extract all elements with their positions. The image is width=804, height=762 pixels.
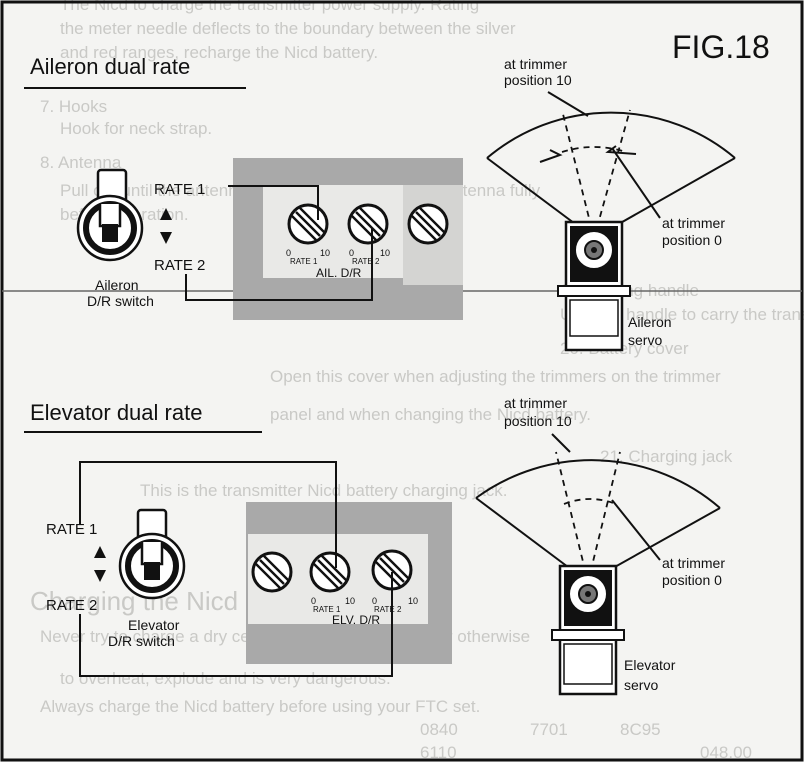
trimmer-zero-label: position 0 (662, 232, 722, 248)
bg-number: 048.00 (700, 743, 752, 762)
bg-line: 8. Antenna (40, 153, 122, 172)
bg-line: Open this cover when adjusting the trimm… (270, 367, 721, 386)
rate2-trimmer-knob[interactable] (347, 203, 389, 245)
knob1-label: RATE 1 (313, 605, 341, 614)
knob1-label: RATE 1 (290, 257, 318, 266)
scale-min: 0 (286, 248, 291, 258)
panel-label: ELV. D/R (332, 613, 380, 627)
bg-number: 6110 (420, 743, 457, 762)
bg-line: Hook for neck strap. (60, 119, 212, 138)
bg-line: 21. Charging jack (600, 447, 733, 466)
trimmer-top-label: at trimmer (504, 395, 567, 411)
figure-label: FIG.18 (672, 29, 770, 65)
elevator-servo-travel (475, 433, 721, 583)
bg-line: This is the transmitter Nicd battery cha… (140, 481, 508, 500)
scale-max: 10 (320, 248, 330, 258)
servo-label: Elevator (624, 657, 676, 673)
scale-min: 0 (372, 596, 377, 606)
bg-number: 0840 (420, 720, 458, 739)
trimmer-top-label: position 10 (504, 413, 572, 429)
rate2-label: RATE 2 (46, 597, 97, 614)
elevator-trimmer-panel: 0 10 0 10 RATE 1 RATE 2 ELV. D/R (246, 502, 452, 664)
servo-label: servo (624, 677, 658, 693)
scale-min: 0 (349, 248, 354, 258)
rate1-leader (79, 461, 337, 568)
extra-trimmer-knob[interactable] (251, 551, 293, 593)
scale-min: 0 (311, 596, 316, 606)
scale-max: 10 (408, 596, 418, 606)
switch-label: D/R switch (87, 293, 154, 309)
rate1-label: RATE 1 (154, 181, 205, 198)
panel-label: AIL. D/R (316, 266, 362, 280)
rate1-trimmer-knob[interactable] (309, 551, 351, 593)
bg-line: Always charge the Nicd battery before us… (40, 697, 480, 716)
elevator-dr-switch[interactable] (118, 508, 186, 600)
rate2-leader (185, 228, 373, 301)
aileron-dr-switch[interactable] (76, 168, 144, 262)
knob2-label: RATE 2 (374, 605, 402, 614)
elevator-section: Elevator dual rate 0 10 0 10 RATE 1 (24, 395, 725, 696)
switch-label: Aileron (95, 277, 139, 293)
aileron-trimmer-panel: 0 10 0 10 RATE 1 RATE 2 AIL. D/R (233, 158, 463, 320)
bg-line: the meter needle deflects to the boundar… (60, 19, 516, 38)
rate2-leader (79, 572, 393, 677)
switch-label: Elevator (128, 617, 180, 633)
trimmer-top-label: position 10 (504, 72, 572, 88)
servo-label: servo (628, 332, 662, 348)
rate1-leader (228, 185, 319, 220)
bg-number: 7701 (530, 720, 568, 739)
rate1-trimmer-knob[interactable] (287, 203, 329, 245)
trimmer-zero-label: at trimmer (662, 215, 725, 231)
rate-arrows (94, 546, 106, 582)
aileron-heading: Aileron dual rate (30, 54, 190, 79)
rate2-label: RATE 2 (154, 257, 205, 274)
knob2-label: RATE 2 (352, 257, 380, 266)
scale-max: 10 (380, 248, 390, 258)
trimmer-top-label: at trimmer (504, 56, 567, 72)
bg-number: 8C95 (620, 720, 661, 739)
rate1-label: RATE 1 (46, 521, 97, 538)
rate-arrows (160, 208, 172, 244)
trimmer-zero-label: at trimmer (662, 555, 725, 571)
aileron-section: Aileron dual rate 0 10 0 10 RATE 1 (24, 54, 736, 352)
elevator-heading: Elevator dual rate (30, 400, 202, 425)
servo-label: Aileron (628, 314, 672, 330)
switch-label: D/R switch (108, 633, 175, 649)
rate2-trimmer-knob[interactable] (371, 549, 413, 591)
bg-line: 7. Hooks (40, 97, 107, 116)
elevator-servo (551, 564, 625, 696)
trimmer-zero-label: position 0 (662, 572, 722, 588)
bg-line: to overheat, explode and is very dangero… (60, 669, 391, 688)
extra-trimmer-knob[interactable] (407, 203, 449, 245)
scale-max: 10 (345, 596, 355, 606)
bg-line: panel and when changing the Nicd battery… (270, 405, 591, 424)
bg-line: and red ranges, recharge the Nicd batter… (60, 43, 378, 62)
aileron-servo (557, 220, 631, 352)
